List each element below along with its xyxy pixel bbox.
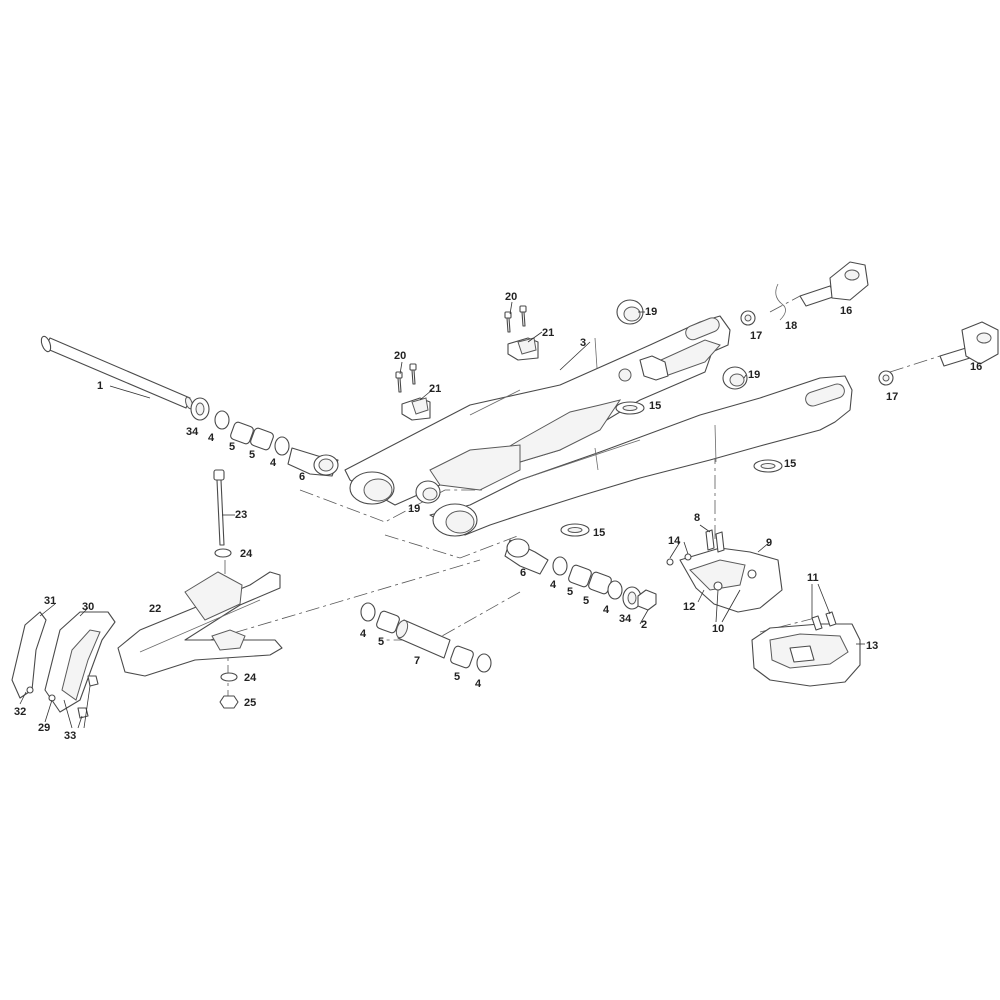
callout-22: 22 bbox=[149, 603, 161, 615]
callout-4-right-a: 4 bbox=[550, 579, 557, 591]
rubber-pads bbox=[560, 401, 783, 537]
callout-24-upper: 24 bbox=[240, 548, 253, 560]
callout-29: 29 bbox=[38, 722, 50, 734]
callout-3: 3 bbox=[580, 337, 586, 349]
callout-4-right-b: 4 bbox=[603, 604, 610, 616]
caliper-bracket bbox=[666, 529, 783, 613]
callout-21-left: 21 bbox=[429, 383, 441, 395]
callout-5-right-b: 5 bbox=[583, 595, 589, 607]
callout-2: 2 bbox=[641, 619, 647, 631]
callout-5-left-b: 5 bbox=[249, 449, 255, 461]
leader-lines bbox=[19, 301, 865, 729]
chain-slider bbox=[117, 571, 283, 677]
callout-25: 25 bbox=[244, 697, 256, 709]
callout-10: 10 bbox=[712, 623, 724, 635]
callout-8: 8 bbox=[694, 512, 700, 524]
callout-4-left-b: 4 bbox=[270, 457, 277, 469]
callout-15-top: 15 bbox=[649, 400, 661, 412]
callout-6-right: 6 bbox=[520, 567, 526, 579]
callout-18: 18 bbox=[785, 320, 797, 332]
callout-4-left-a: 4 bbox=[208, 432, 215, 444]
swingarm bbox=[344, 315, 853, 537]
chain-adjuster-lower bbox=[878, 321, 999, 386]
chain-slider-bolt bbox=[213, 469, 239, 709]
callout-5-left-a: 5 bbox=[229, 441, 235, 453]
callout-4-lower-b: 4 bbox=[475, 678, 482, 690]
callout-20-left: 20 bbox=[394, 350, 406, 362]
callout-16-lower: 16 bbox=[970, 361, 982, 373]
callout-9: 9 bbox=[766, 537, 772, 549]
left-bearing-stack bbox=[190, 397, 339, 477]
right-bearing-stack bbox=[504, 538, 657, 611]
callout-5-right-a: 5 bbox=[567, 586, 573, 598]
callout-19-mid: 19 bbox=[748, 369, 760, 381]
callout-24-lower: 24 bbox=[244, 672, 257, 684]
callout-33: 33 bbox=[64, 730, 76, 742]
callout-7: 7 bbox=[414, 655, 420, 667]
callout-4-lower-a: 4 bbox=[360, 628, 367, 640]
callout-5-lower-b: 5 bbox=[454, 671, 460, 683]
callout-11: 11 bbox=[807, 572, 819, 584]
callout-32: 32 bbox=[14, 706, 26, 718]
callout-12: 12 bbox=[683, 601, 695, 613]
callout-15-low: 15 bbox=[593, 527, 605, 539]
callout-15-mid: 15 bbox=[784, 458, 796, 470]
lower-spacer-stack bbox=[360, 602, 492, 673]
callout-34-left: 34 bbox=[186, 426, 199, 438]
callout-21-right: 21 bbox=[542, 327, 554, 339]
plug-caps bbox=[415, 299, 748, 504]
callout-1: 1 bbox=[97, 380, 103, 392]
callout-13: 13 bbox=[866, 640, 878, 652]
callout-14: 14 bbox=[668, 535, 681, 547]
callout-5-lower-a: 5 bbox=[378, 636, 384, 648]
brake-caliper bbox=[751, 611, 861, 687]
callout-labels: 1 34 4 5 5 4 6 20 21 20 21 3 19 19 19 15… bbox=[14, 291, 982, 742]
callout-17-upper: 17 bbox=[750, 330, 762, 342]
guide-clamp-right bbox=[504, 305, 539, 361]
guide-clamp-left bbox=[395, 363, 431, 421]
chain-adjuster-upper bbox=[740, 261, 869, 326]
callout-19-low: 19 bbox=[408, 503, 420, 515]
callout-6-left: 6 bbox=[299, 471, 305, 483]
callout-17-lower: 17 bbox=[886, 391, 898, 403]
pivot-axle bbox=[40, 335, 193, 410]
callout-31: 31 bbox=[44, 595, 56, 607]
chain-guard-plates bbox=[11, 611, 116, 719]
callout-16-upper: 16 bbox=[840, 305, 852, 317]
callout-20-right: 20 bbox=[505, 291, 517, 303]
callout-30: 30 bbox=[82, 601, 94, 613]
callout-19-top: 19 bbox=[645, 306, 657, 318]
callout-23: 23 bbox=[235, 509, 247, 521]
callout-34-right: 34 bbox=[619, 613, 632, 625]
